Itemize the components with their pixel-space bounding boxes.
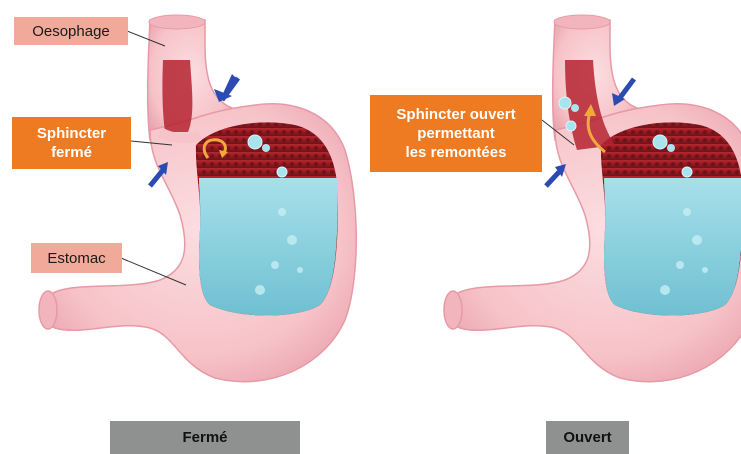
blue-arrow-icon — [214, 74, 239, 102]
label-oesophage: Oesophage — [14, 17, 128, 45]
caption-ouvert: Ouvert — [546, 421, 629, 454]
caption-ferme: Fermé — [110, 421, 300, 454]
stomach-closed — [39, 15, 356, 382]
esophagus-lumen-closed — [162, 60, 192, 132]
blue-arrow-icon — [546, 164, 566, 186]
stomach-open — [444, 15, 741, 382]
label-sphincter-ferme: Sphincter fermé — [12, 117, 131, 169]
label-sphincter-ouvert: Sphincter ouvert permettant les remontée… — [370, 95, 542, 172]
label-estomac: Estomac — [31, 243, 122, 273]
